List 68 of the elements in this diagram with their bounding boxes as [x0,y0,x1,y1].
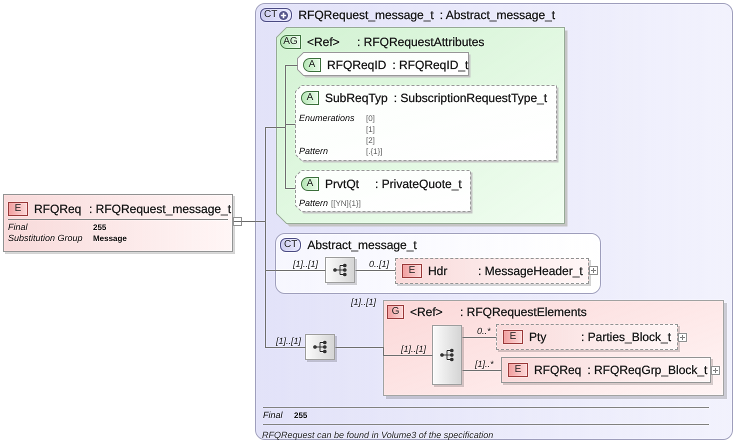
component-name: PrvtQt [325,177,360,191]
cardinality-label: [1]..[1] [276,336,302,346]
kind-tag: A [303,58,321,72]
property-value: 255 [294,410,308,421]
property-label: Pattern [299,146,328,157]
component-name: RFQReq [534,363,582,377]
attribute-box [297,52,471,78]
property-label: Final [8,222,28,233]
type-name: : PrivateQuote_t [375,177,462,191]
property-label: Substitution Group [8,233,83,244]
connector-line [462,370,502,371]
type-name: : RFQReqID_t [392,58,468,72]
cardinality-label: 0..* [477,326,491,336]
type-name: : RFQReqGrp_Block_t [587,363,708,377]
property-value: [1] [366,124,375,135]
type-name: : Abstract_message_t [440,8,556,22]
cardinality-label: [1]..[1] [293,259,318,269]
complex-type-panel [275,233,601,294]
attribute-box [295,85,559,163]
description-text: RFQRequest can be found in Volume3 of the specification [262,430,494,441]
component-name: Pty [529,330,546,344]
cardinality-label: [1]..[1] [401,344,426,354]
type-name: : RFQRequestElements [460,305,587,319]
type-name: : RFQRequest_message_t [89,202,232,216]
kind-tag: E [508,363,528,377]
attribute-box [295,170,473,214]
attribute-group-panel [276,27,568,227]
property-value: [2] [366,135,375,146]
type-name: : MessageHeader_t [478,264,583,278]
type-name: : Parties_Block_t [581,330,672,344]
component-name: Abstract_message_t [307,238,417,252]
component-name: <Ref> [307,35,340,49]
component-name: RFQReqID [327,58,386,72]
component-name: <Ref> [410,305,443,319]
sequence-box [305,334,335,360]
connector-line [355,270,396,271]
component-name: RFQReq [34,202,82,216]
group-panel [383,300,724,396]
kind-tag: AG [280,35,301,49]
connector-line [335,347,433,356]
component-name: Hdr [428,264,448,278]
property-value: Message [93,233,127,244]
component-name: RFQRequest_message_t [298,8,434,22]
sequence-box [325,257,355,283]
kind-tag: CT [280,238,302,252]
kind-label: CT [264,9,278,21]
property-label: Final [263,410,283,421]
kind-tag: G [387,305,404,319]
kind-tag: E [503,330,523,344]
component-name: SubReqTyp [325,91,388,105]
property-label: Enumerations [299,113,355,124]
cardinality-label: 0..[1] [369,259,390,269]
kind-tag: A [301,177,319,191]
property-value: 255 [93,222,106,233]
sequence-box [432,325,462,385]
property-label: Pattern [299,198,328,209]
kind-tag: E [8,202,28,216]
property-value: [[YN]{1}] [331,198,361,209]
property-value: [.{1}] [366,146,382,157]
kind-tag: E [402,264,422,278]
kind-tag: A [301,91,319,105]
type-name: : SubscriptionRequestType_t [394,91,548,105]
property-value: [0] [366,113,375,124]
connector-line [462,337,497,338]
complex-type-panel [255,3,733,440]
type-name: : RFQRequestAttributes [357,35,484,49]
cardinality-label: [1]..* [475,359,494,369]
cardinality-label: [1]..[1] [351,297,376,307]
